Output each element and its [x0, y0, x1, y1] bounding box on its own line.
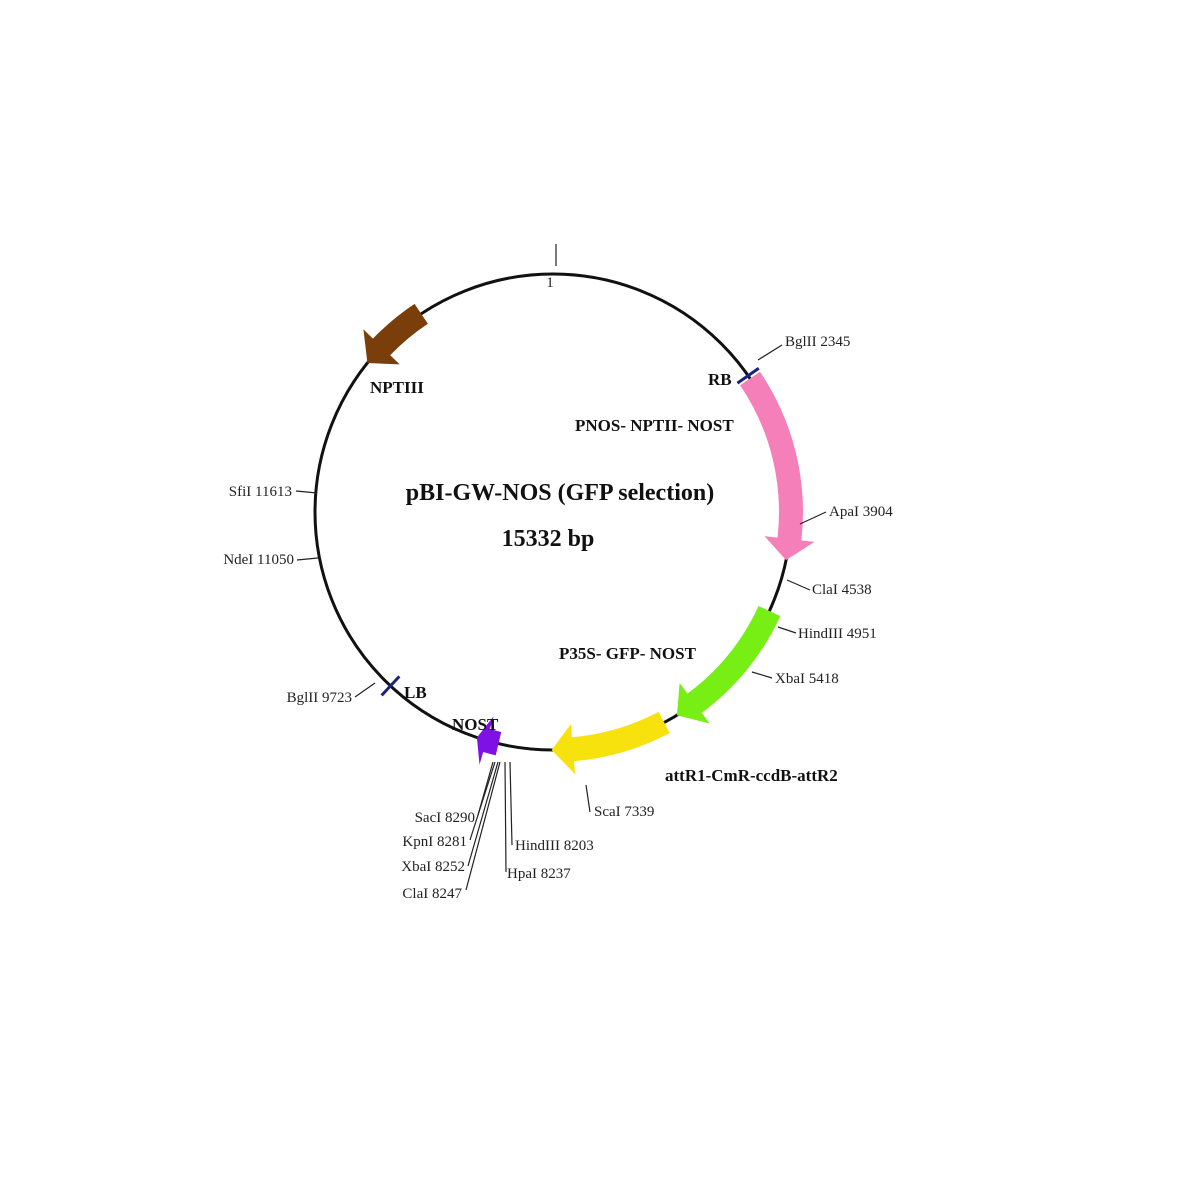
site-xbai-5418: XbaI 5418	[751, 671, 839, 687]
feature-label-nost: NOST	[452, 715, 499, 734]
feature-label-nptiii: NPTIII	[370, 378, 424, 397]
origin-label: 1	[546, 275, 554, 291]
svg-text:SacI 8290: SacI 8290	[415, 810, 475, 826]
border-label-lb: LB	[404, 683, 427, 702]
site-apai-3904: ApaI 3904	[799, 504, 893, 525]
site-hindiii-8203: HindIII 8203	[509, 761, 594, 854]
border-label-rb: RB	[708, 370, 732, 389]
site-xbai-8252: XbaI 8252	[401, 761, 499, 875]
feature-arrow-p35s-gfp-nost	[676, 606, 781, 724]
feature-arrow-nptiii	[363, 303, 428, 365]
feature-label-attr-cassette: attR1-CmR-ccdB-attR2	[665, 766, 838, 785]
border-mark-lb	[380, 675, 401, 697]
svg-text:SfiI 11613: SfiI 11613	[229, 484, 292, 500]
svg-text:BglII 9723: BglII 9723	[287, 690, 352, 706]
svg-text:ScaI 7339: ScaI 7339	[594, 804, 654, 820]
site-hindiii-4951: HindIII 4951	[777, 626, 877, 642]
svg-text:NdeI 11050: NdeI 11050	[223, 552, 294, 568]
site-ndei-11050: NdeI 11050	[223, 552, 319, 568]
svg-text:ClaI 8247: ClaI 8247	[402, 886, 462, 902]
site-bglii-9723: BglII 9723	[287, 682, 376, 706]
svg-text:HpaI 8237: HpaI 8237	[507, 866, 571, 882]
plasmid-size: 15332 bp	[502, 526, 595, 552]
svg-text:XbaI 8252: XbaI 8252	[401, 859, 465, 875]
site-sfii-11613: SfiI 11613	[229, 484, 318, 500]
feature-arrow-attr-cassette	[551, 711, 670, 775]
feature-arrow-pnos-nptii-nost	[740, 371, 815, 561]
site-scai-7339: ScaI 7339	[585, 784, 654, 820]
plasmid-name: pBI-GW-NOS (GFP selection)	[406, 480, 714, 506]
border-mark-rb	[736, 367, 760, 385]
svg-text:KpnI 8281: KpnI 8281	[402, 834, 467, 850]
svg-text:HindIII 4951: HindIII 4951	[798, 626, 877, 642]
svg-text:ApaI 3904: ApaI 3904	[829, 504, 893, 520]
site-hpai-8237: HpaI 8237	[504, 761, 571, 882]
site-clai-4538: ClaI 4538	[786, 579, 872, 598]
site-bglii-2345: BglII 2345	[757, 334, 850, 361]
feature-label-pnos-nptii-nost: PNOS- NPTII- NOST	[575, 416, 734, 435]
svg-text:XbaI 5418: XbaI 5418	[775, 671, 839, 687]
svg-text:ClaI 4538: ClaI 4538	[812, 582, 872, 598]
svg-text:BglII 2345: BglII 2345	[785, 334, 850, 350]
site-clai-8247: ClaI 8247	[402, 761, 501, 902]
feature-label-p35s-gfp-nost: P35S- GFP- NOST	[559, 644, 697, 663]
feature-arrow-nost	[476, 716, 502, 765]
border-layer	[380, 367, 760, 697]
feature-layer	[363, 303, 815, 775]
site-saci-8290: SacI 8290	[415, 761, 494, 826]
svg-text:HindIII 8203: HindIII 8203	[515, 838, 594, 854]
